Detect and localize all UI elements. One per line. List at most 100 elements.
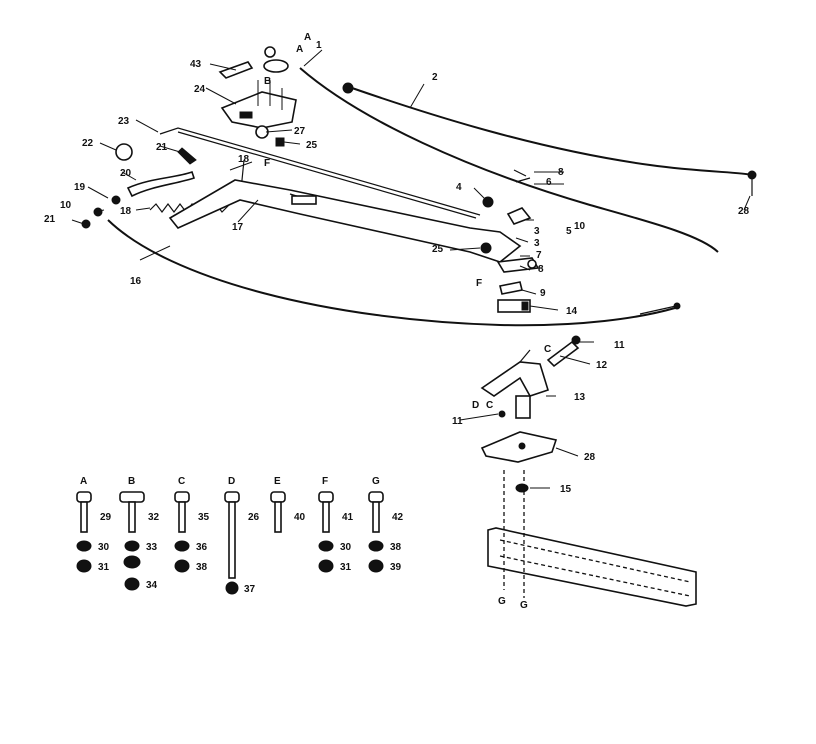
letter-G-1: G [498,596,506,607]
bolt-shank-29 [80,501,88,533]
nut-25 [275,137,285,147]
clip-21 [177,147,197,165]
nut-31 [318,559,334,573]
callout-28-right: 28 [738,206,750,217]
pin-A [264,46,276,58]
bolt-shank-26 [228,501,236,579]
rod-23 [159,127,481,216]
letter-D: D [472,400,479,411]
letter-A-1: A [304,32,311,43]
bolt-label-40: 40 [294,512,306,523]
bracket-slot [239,111,253,119]
label-9: 9 [540,288,546,299]
washer-30 [76,540,92,552]
nut-15 [515,483,529,493]
callout-19: 19 [74,182,86,193]
cable-1 [299,67,719,253]
callout-10-right: 10 [574,221,586,232]
letter-A-2: A [296,44,303,55]
nut-38 [174,559,190,573]
leaders [71,49,751,489]
nut-21 [81,219,91,229]
callout-22: 22 [82,138,94,149]
handle-20 [126,170,196,198]
nut-31 [76,559,92,573]
bolt-shank-35 [178,501,186,533]
callout-2: 2 [432,72,438,83]
callout-25-upper: 25 [306,140,318,151]
bolt-shank-40 [274,501,282,533]
bolt-head-29 [76,491,92,503]
callout-5: 5 [566,226,572,237]
frame-rail [487,527,697,607]
bolt-shank-32 [128,501,136,533]
lever-tab [291,195,317,205]
lever-17 [168,179,522,263]
bolt-studs [257,80,283,110]
nut-label-31: 31 [340,562,352,573]
callout-20: 20 [120,168,132,179]
hardware-letter-A: A [80,476,87,487]
link-13-arm [519,349,531,363]
letter-B: B [264,76,271,87]
callout-27: 27 [294,126,306,137]
bracket-24 [220,91,297,129]
callout-6: 6 [546,177,552,188]
bolt-label-41: 41 [342,512,354,523]
bolt-head-32 [119,491,145,503]
washer-33 [124,540,140,552]
block-14-end [521,301,529,311]
callout-21-upper: 21 [156,142,168,153]
nut-25-lower [480,242,492,254]
callout-3b: 3 [534,238,540,249]
hardware-letter-E: E [274,476,281,487]
bolt-shank-42 [372,501,380,533]
nut-label-38: 38 [196,562,208,573]
callout-12: 12 [596,360,608,371]
letter-G-2: G [520,600,528,611]
nut-11-lower [498,410,506,418]
nut-34 [124,577,140,591]
callout-23: 23 [118,116,130,127]
nut-39 [368,559,384,573]
cable-end-16 [673,302,681,310]
nut-label-34: 34 [146,580,158,591]
spring-5 [506,207,532,225]
letter-F-1: F [264,158,270,169]
bolt-label-32: 32 [148,512,160,523]
washer-36 [174,540,190,552]
washer-label-30: 30 [98,542,110,553]
bolt-label-26: 26 [248,512,260,523]
nut-label-39: 39 [390,562,402,573]
hardware-letter-B: B [128,476,135,487]
frame-holes-2 [499,555,691,597]
washer-38 [368,540,384,552]
callout-11-lower: 11 [452,416,463,427]
callout-43: 43 [190,59,202,70]
callout-8: 8 [538,264,544,275]
nut-label-31: 31 [98,562,110,573]
callout-3: 3 [534,226,540,237]
bolt-head-42 [368,491,384,503]
bolt-label-29: 29 [100,512,112,523]
letter-C-1: C [544,344,551,355]
callout-7: 7 [536,250,542,261]
washer-label-33: 33 [146,542,158,553]
callout-24: 24 [194,84,206,95]
washer-33b [123,555,141,569]
hardware-letter-G: G [372,476,380,487]
bolt-head-40 [270,491,286,503]
callout-18-lower: 18 [120,206,132,217]
cable-spring-16 [639,305,677,315]
callout-13: 13 [574,392,586,403]
bolt-label-35: 35 [198,512,210,523]
washer-label-38: 38 [390,542,402,553]
callout-16: 16 [130,276,142,287]
callout-17: 17 [232,222,244,233]
spacer [515,395,531,419]
plate-hole [518,442,526,450]
link-12 [546,340,580,368]
callout-25-lower: 25 [432,244,444,255]
callout-4: 4 [456,182,462,193]
